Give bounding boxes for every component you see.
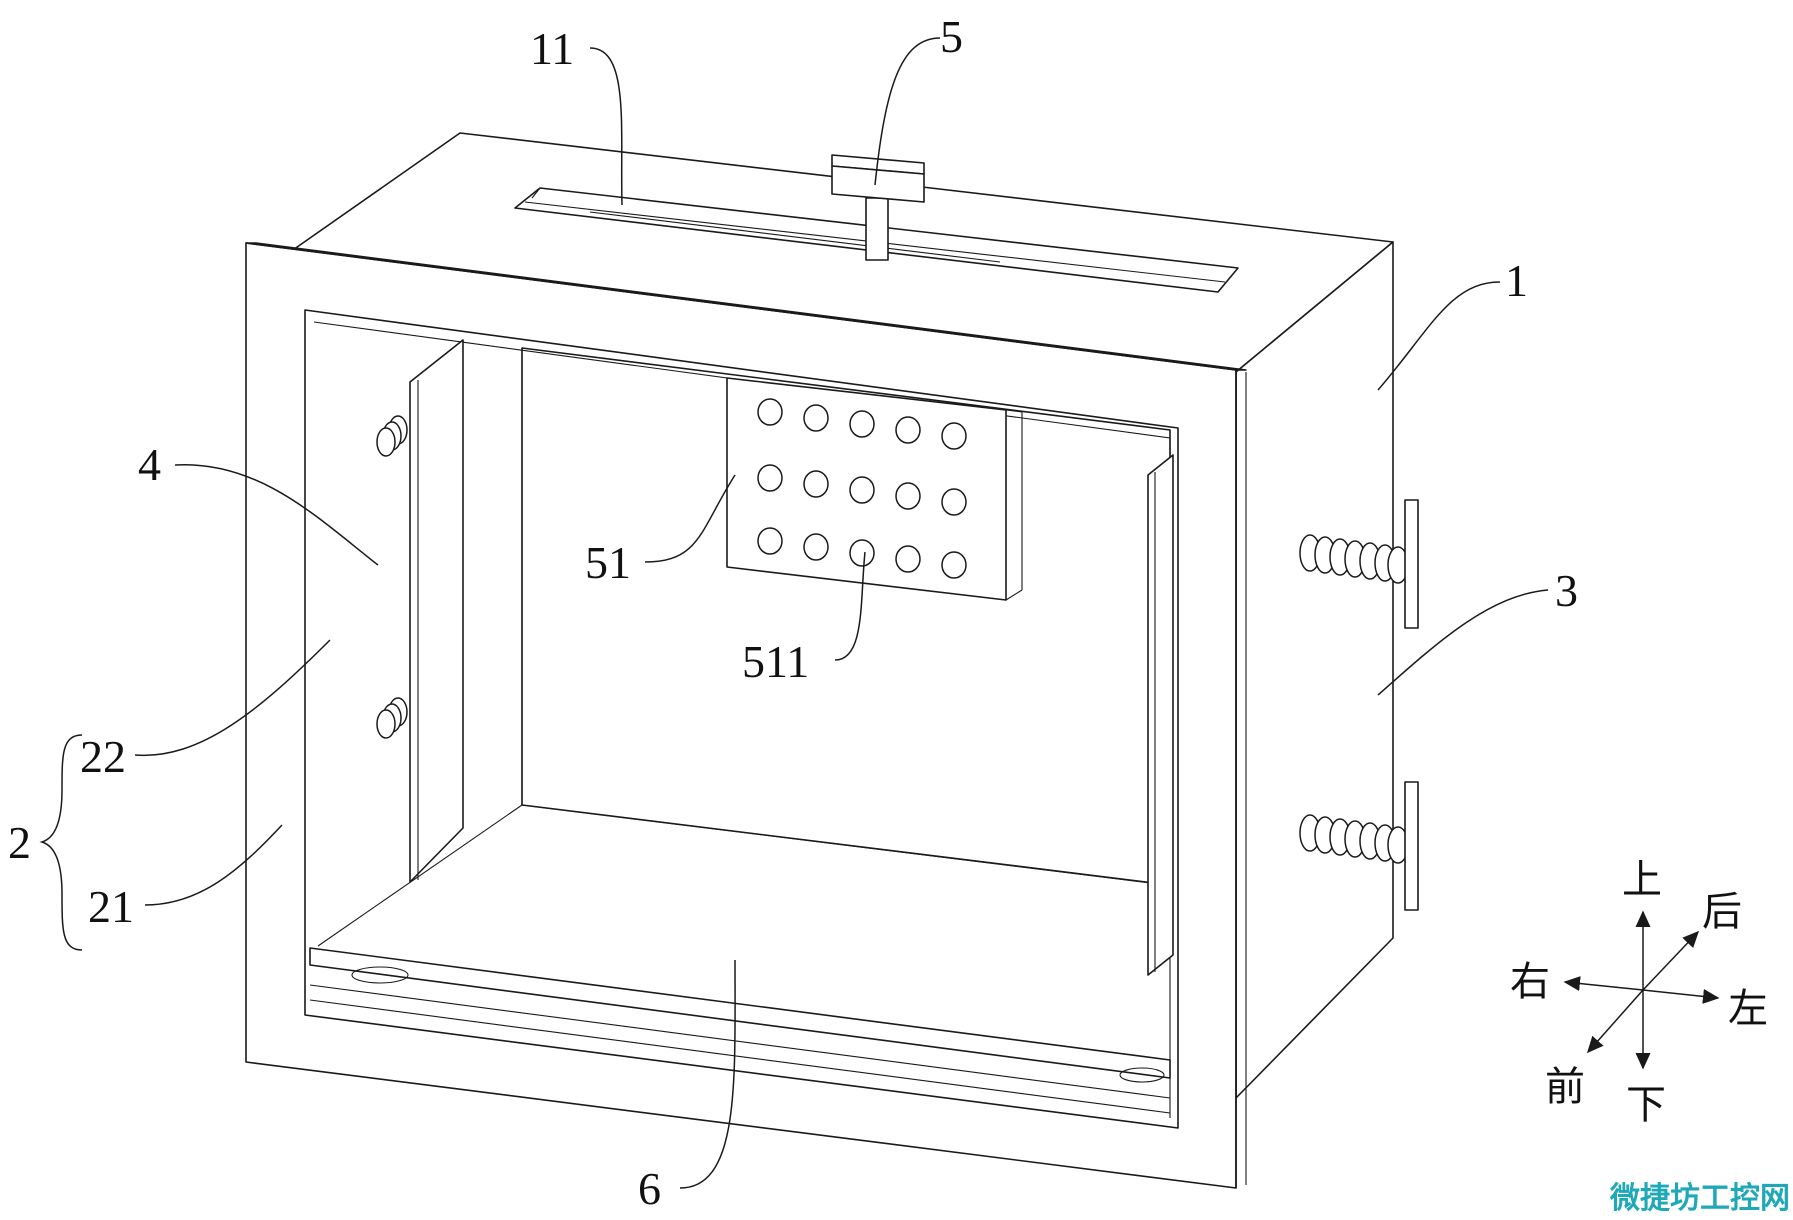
housing-right-face [1235,241,1394,1099]
dir-right: 右 [1510,959,1550,1005]
perforated-plate-edge [1005,409,1023,413]
leader-21 [144,824,283,906]
handle-stem [865,197,889,261]
brace-2 [39,734,83,951]
arrow-front [1587,989,1644,1054]
label-21: 21 [88,881,134,932]
hole [757,527,783,555]
label-5: 5 [940,11,963,62]
slot-rail-2 [589,211,1001,263]
leader-4 [174,464,379,566]
leader-1 [1377,281,1501,391]
left-spring-upper [376,415,408,457]
label-2: 2 [8,817,31,868]
slot-inner-edge [531,187,541,199]
tray-top [309,947,1171,1079]
leader-5 [874,37,941,186]
tray-foot-left [351,966,409,984]
dir-front: 前 [1545,1064,1585,1110]
direction-indicator: 上 后 右 左 前 下 [1510,857,1768,1128]
hole [941,551,967,579]
bottom-tray [309,947,1171,1114]
right-plate-face [1147,454,1174,976]
leader-11 [589,47,623,206]
hole [803,404,829,432]
hole [895,482,921,510]
label-1: 1 [1505,255,1528,306]
left-plate-face [409,339,464,883]
hole [757,398,783,426]
hole [895,416,921,444]
arrow-back [1642,930,1700,991]
hole [849,476,875,504]
dir-back: 后 [1702,889,1742,935]
outer-clip-lower [1404,781,1419,911]
label-51: 51 [585,537,631,588]
leader-51 [644,474,736,563]
hole [895,545,921,573]
label-3: 3 [1555,565,1578,616]
label-11: 11 [530,23,574,74]
label-22: 22 [80,731,126,782]
handle-front [831,165,925,203]
perforated-plate-edge-3 [1005,589,1023,601]
perforated-plate [726,377,1023,601]
outer-springs [1299,499,1419,911]
interior-floor-left [317,804,523,947]
arrow-right [1563,976,1644,991]
hole [941,422,967,450]
part-labels: 11 5 1 4 51 511 3 22 2 21 6 [8,11,1578,1214]
left-spring-lower [376,697,408,739]
right-plate [1147,454,1174,976]
frame-lip [245,242,1247,371]
label-511: 511 [742,636,809,687]
dir-left: 左 [1728,986,1768,1032]
hole [803,533,829,561]
leader-22 [134,639,331,757]
leader-6 [679,959,736,1189]
housing-box [289,132,1394,1099]
dir-down: 下 [1626,1082,1666,1128]
hole [849,410,875,438]
hole [941,488,967,516]
leader-lines [39,37,1549,1189]
hole [757,464,783,492]
label-4: 4 [138,439,161,490]
leader-511 [834,551,866,661]
left-plate [376,339,464,883]
tray-foot-right [1119,1067,1165,1083]
outer-spring-upper [1299,534,1409,584]
tray-rail-2 [309,999,1171,1114]
leader-3 [1377,589,1549,696]
hole [849,539,875,567]
holes [757,398,967,579]
outer-clip-upper [1404,499,1419,629]
label-6: 6 [638,1163,661,1214]
tray-rail-1 [309,984,1171,1099]
dir-up: 上 [1622,857,1662,903]
watermark-text: 微捷坊工控网 [1609,1181,1790,1216]
hole [803,470,829,498]
arrow-left [1642,988,1720,1004]
interior-floor-back [521,804,1151,884]
outer-spring-lower [1299,814,1409,864]
